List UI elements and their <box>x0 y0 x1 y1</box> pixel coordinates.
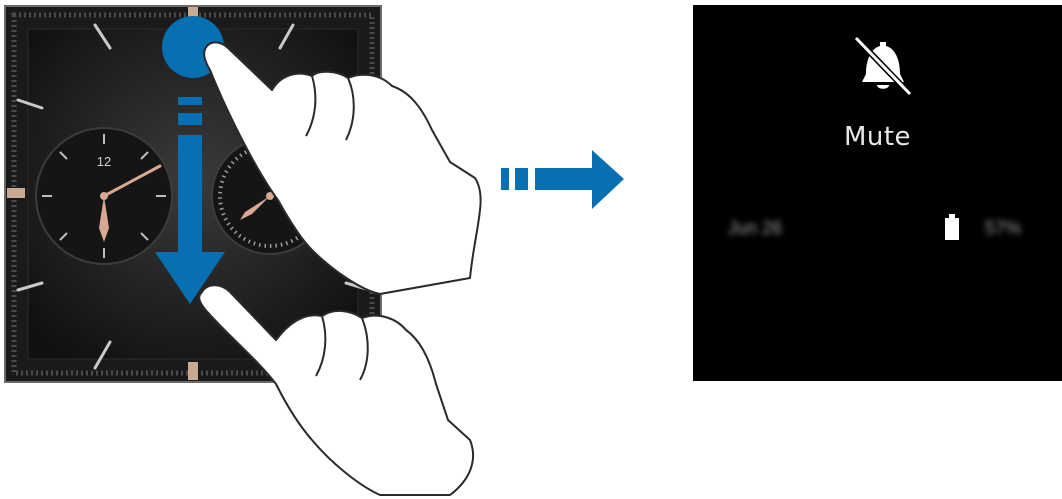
quick-panel <box>693 5 1062 381</box>
mute-status-label: Mute <box>693 122 1062 152</box>
transition-arrow <box>501 150 624 209</box>
battery-percent: 57% <box>985 218 1021 239</box>
left-subdial: 12 <box>36 128 172 264</box>
hand-icon-bottom <box>199 285 473 495</box>
dial-number-12: 12 <box>97 154 111 169</box>
date-text: Jun 26 <box>728 218 782 239</box>
